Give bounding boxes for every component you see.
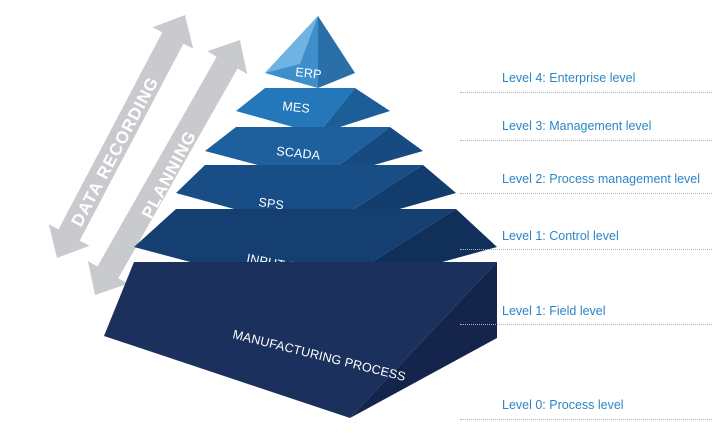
level-divider-control	[460, 249, 712, 250]
level-divider-management	[460, 140, 712, 141]
pyramid-tier-face-right	[318, 88, 390, 134]
pyramid-tier-label: SPS	[258, 195, 285, 212]
level-divider-process-management	[460, 193, 712, 194]
level-divider-enterprise	[460, 92, 712, 93]
planning-arrow-shape	[87, 40, 248, 295]
pyramid-tier-face-left	[134, 209, 456, 296]
level-label-process-management: Level 2: Process management level	[502, 172, 701, 186]
level-label-field: Level 1: Field level	[502, 304, 606, 318]
pyramid-tier-face-right	[350, 262, 497, 418]
pyramid-tier-face-top	[265, 16, 318, 73]
pyramid-tier-label: SCADA	[276, 144, 322, 163]
pyramid-tier-label: ERP	[295, 65, 323, 82]
level-label-process: Level 0: Process level	[502, 398, 624, 412]
pyramid-tier-label: MES	[282, 99, 311, 116]
pyramid-tier-face-left	[236, 88, 355, 134]
pyramid-tier-face-right	[318, 16, 355, 88]
level-label-management: Level 3: Management level	[502, 119, 652, 133]
pyramid-tier-6: MANUFACTURING PROCESS	[104, 262, 497, 418]
data-recording-arrow-shape	[48, 15, 194, 258]
level-divider-process	[460, 419, 712, 420]
pyramid-tier-face-left	[176, 165, 423, 232]
pyramid-tier-2: MES	[236, 88, 390, 134]
level-divider-field	[460, 324, 712, 325]
level-label-enterprise: Level 4: Enterprise level	[502, 71, 636, 85]
pyramid: ERPMESSCADASPSINPUT-/OUTPUT SIGNALMANUFA…	[104, 16, 497, 418]
pyramid-tier-face-left	[104, 262, 497, 418]
pyramid-tier-1: ERP	[265, 16, 355, 88]
level-label-control: Level 1: Control level	[502, 229, 619, 243]
pyramid-tier-face-left	[205, 127, 390, 181]
